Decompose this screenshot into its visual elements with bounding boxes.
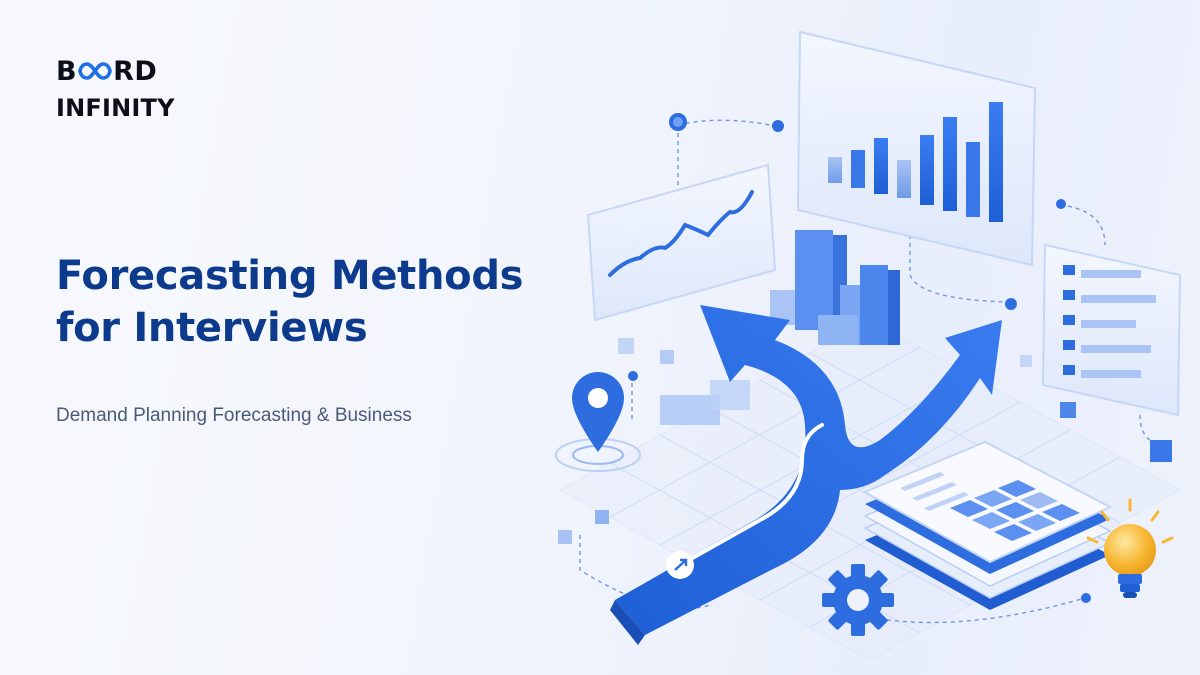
gear-icon [822,564,894,636]
arrow-icon [610,305,1002,645]
page-title: Forecasting Methods for Interviews [56,250,596,354]
location-pin-icon [555,372,641,472]
infinity-logo-icon [78,62,112,80]
hero-illustration [555,30,1182,661]
decorative-cubes [558,338,1172,544]
list-panel-icon [1041,243,1182,417]
spreadsheet-icon [862,440,1113,610]
brand-line-board: B RD [56,56,175,86]
bar-chart-icon [796,30,1037,267]
page-subtitle: Demand Planning Forecasting & Business [56,405,412,426]
brand-line-infinity: INFINITY [56,94,175,122]
brand-letter-b: B [56,55,78,87]
lightbulb-icon [1086,498,1174,598]
brand-logo: B RD INFINITY [56,56,175,123]
tower-blocks [770,230,900,345]
line-chart-icon [586,163,777,322]
connector-nodes [628,113,1091,603]
page-title-line-1: Forecasting Methods [56,253,524,299]
brand-letters-rd: RD [113,55,158,87]
page-title-line-2: for Interviews [56,305,368,351]
